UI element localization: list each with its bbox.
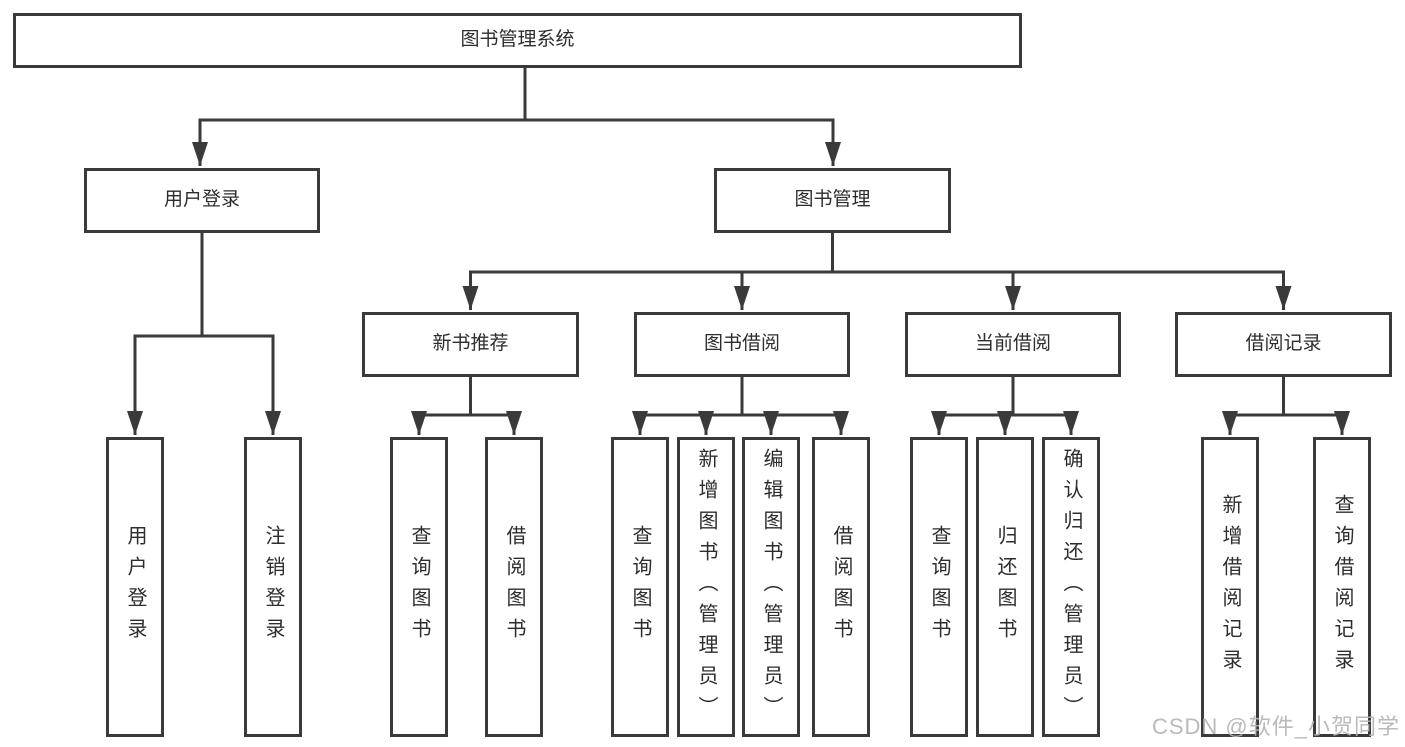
leaf-add-borrow-record: 新增借阅记录 (1201, 437, 1259, 737)
leaf-borrow-books: 借阅图书 (812, 437, 870, 737)
node-current-borrow: 当前借阅 (905, 312, 1121, 377)
leaf-query-books-current: 查询图书 (910, 437, 968, 737)
leaf-query-books-borrow: 查询图书 (611, 437, 669, 737)
node-user-login-module: 用户登录 (84, 168, 320, 233)
node-book-management-module: 图书管理 (714, 168, 951, 233)
node-book-borrow: 图书借阅 (634, 312, 850, 377)
leaf-user-login: 用户登录 (106, 437, 164, 737)
leaf-borrow-books-recommend: 借阅图书 (485, 437, 543, 737)
leaf-add-books-admin: 新增图书（管理员） (677, 437, 735, 737)
leaf-logout: 注销登录 (244, 437, 302, 737)
node-borrow-records: 借阅记录 (1175, 312, 1392, 377)
node-root-library-system: 图书管理系统 (13, 13, 1022, 68)
leaf-query-books-recommend: 查询图书 (390, 437, 448, 737)
leaf-query-borrow-record: 查询借阅记录 (1313, 437, 1371, 737)
leaf-confirm-return-admin: 确认归还（管理员） (1042, 437, 1100, 737)
leaf-edit-books-admin: 编辑图书（管理员） (742, 437, 800, 737)
node-new-book-recommend: 新书推荐 (362, 312, 579, 377)
leaf-return-books: 归还图书 (976, 437, 1034, 737)
